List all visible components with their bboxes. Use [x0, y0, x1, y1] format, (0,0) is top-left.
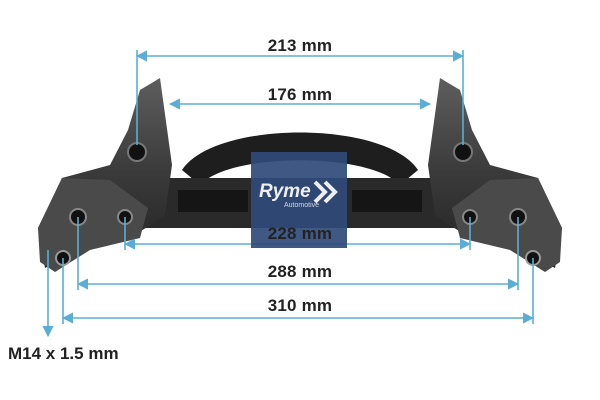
thread-spec-label: M14 x 1.5 mm — [8, 344, 119, 363]
dimension-310-label: 310 mm — [267, 296, 333, 315]
right-foot — [452, 178, 562, 272]
dimension-228-label: 228 mm — [267, 224, 333, 243]
brand-logo: Ryme Automotive — [251, 152, 347, 248]
upper-hole-left — [127, 142, 147, 162]
chevron-right-icon — [313, 180, 338, 204]
dimension-213-label: 213 mm — [267, 36, 333, 55]
frame-slot-right — [352, 190, 422, 212]
logo-subtitle: Automotive — [284, 202, 320, 209]
frame-slot-left — [178, 190, 248, 212]
dimension-lines — [42, 50, 535, 338]
left-foot — [38, 178, 148, 272]
dimension-176-label: 176 mm — [267, 85, 333, 104]
dimension-288-label: 288 mm — [267, 262, 333, 281]
logo-name: Ryme — [259, 181, 311, 202]
upper-hole-right — [453, 142, 473, 162]
